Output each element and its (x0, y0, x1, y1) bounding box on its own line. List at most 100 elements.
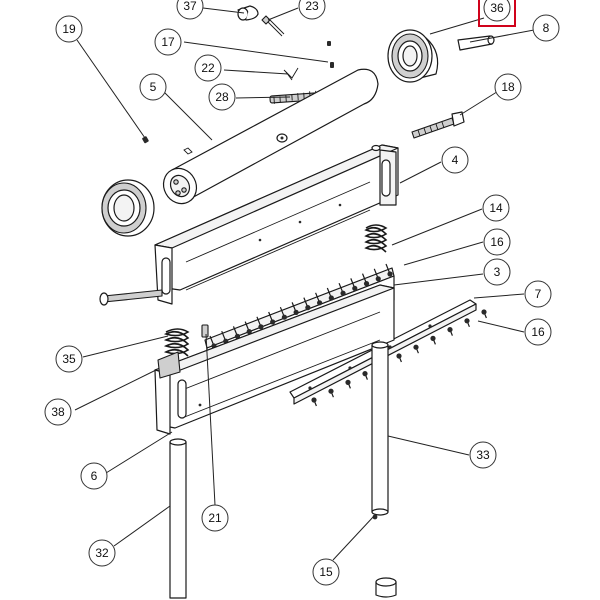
part-36-bearing (387, 29, 439, 83)
callout-22: 22 (194, 54, 222, 82)
callout-label: 16 (490, 235, 504, 249)
callout-label: 36 (490, 1, 504, 15)
callout-circle (194, 54, 222, 82)
part-18-bolt (411, 111, 465, 139)
screw (413, 344, 419, 354)
callout-circle (532, 14, 560, 42)
highlight-box (478, 0, 516, 27)
callout-33: 33 (469, 441, 497, 469)
callout-circle (55, 15, 83, 43)
part-14-spring (364, 224, 388, 253)
screw (311, 397, 317, 407)
screw (244, 321, 252, 335)
screw (315, 292, 323, 306)
callout-32: 32 (88, 539, 116, 567)
callout-circle (469, 441, 497, 469)
screw (464, 318, 470, 328)
callout-label: 37 (183, 0, 197, 13)
callout-6: 6 (80, 462, 108, 490)
callout-36: 36 (478, 0, 516, 27)
callout-label: 15 (319, 565, 333, 579)
part-foot-cap (375, 577, 397, 598)
callout-16a: 16 (483, 228, 511, 256)
callout-28: 28 (208, 83, 236, 111)
callout-circle (483, 228, 511, 256)
screw (385, 263, 393, 277)
callout-circle (55, 345, 83, 373)
callout-label: 21 (208, 511, 222, 525)
screw (447, 327, 453, 336)
callout-21: 21 (201, 504, 229, 532)
callout-label: 4 (452, 153, 459, 167)
callout-circle (441, 146, 469, 174)
callout-16b: 16 (524, 318, 552, 346)
callout-7: 7 (524, 280, 552, 308)
callout-14: 14 (482, 194, 510, 222)
callout-17: 17 (154, 28, 182, 56)
callout-circle (524, 280, 552, 308)
callout-circle (312, 558, 340, 586)
callout-23: 23 (298, 0, 326, 20)
screw (362, 371, 368, 380)
part-5-roller-tube (162, 68, 379, 205)
callout-circle (524, 318, 552, 346)
screw (303, 297, 311, 311)
callout-label: 18 (501, 80, 515, 94)
callout-label: 38 (51, 405, 65, 419)
screw (350, 278, 358, 291)
screw-row-lower (311, 309, 487, 407)
callout-label: 19 (62, 22, 76, 36)
part-bearing-left (101, 179, 155, 237)
leader-lines (74, 7, 535, 561)
screw (268, 311, 276, 325)
screw (361, 273, 370, 287)
part-4-upper-beam (154, 144, 399, 305)
callout-label: 28 (215, 90, 229, 104)
part-22-clip (283, 67, 299, 81)
part-19-screw (142, 136, 149, 144)
callout-circle (88, 539, 116, 567)
callout-label: 35 (62, 352, 76, 366)
callout-circle (139, 73, 167, 101)
callout-38: 38 (44, 398, 72, 426)
callout-circle (154, 28, 182, 56)
callout-circle (44, 398, 72, 426)
part-33-leg-right (371, 341, 389, 516)
callout-label: 8 (543, 21, 550, 35)
part-long-bolt (99, 289, 163, 306)
callout-circle (80, 462, 108, 490)
callout-label: 32 (95, 546, 109, 560)
callout-15: 15 (312, 558, 340, 586)
screw-row-upper (209, 263, 393, 349)
screw (328, 388, 334, 398)
callout-8: 8 (532, 14, 560, 42)
callout-35: 35 (55, 345, 83, 373)
screw (232, 326, 241, 339)
screw (338, 282, 346, 296)
callout-label: 3 (494, 265, 501, 279)
part-23-screw (261, 15, 285, 37)
callout-label: 7 (535, 287, 542, 301)
callout-label: 33 (476, 448, 490, 462)
callout-5: 5 (139, 73, 167, 101)
callout-circle (176, 0, 204, 20)
callout-label: 14 (489, 201, 503, 215)
screw (256, 316, 264, 330)
callout-label: 5 (150, 80, 157, 94)
callout-label: 22 (201, 61, 215, 75)
callout-label: 6 (91, 469, 98, 483)
screw (326, 287, 334, 301)
part-15-screw (372, 514, 378, 520)
screw (345, 379, 351, 389)
callout-circle (298, 0, 326, 20)
part-6-lower-beam (154, 284, 395, 435)
callout-circle (201, 504, 229, 532)
callout-circle (494, 73, 522, 101)
callout-circle (208, 83, 236, 111)
part-32-leg-left (169, 438, 187, 599)
screw (291, 302, 299, 315)
screw (430, 335, 436, 345)
callout-circle (482, 194, 510, 222)
